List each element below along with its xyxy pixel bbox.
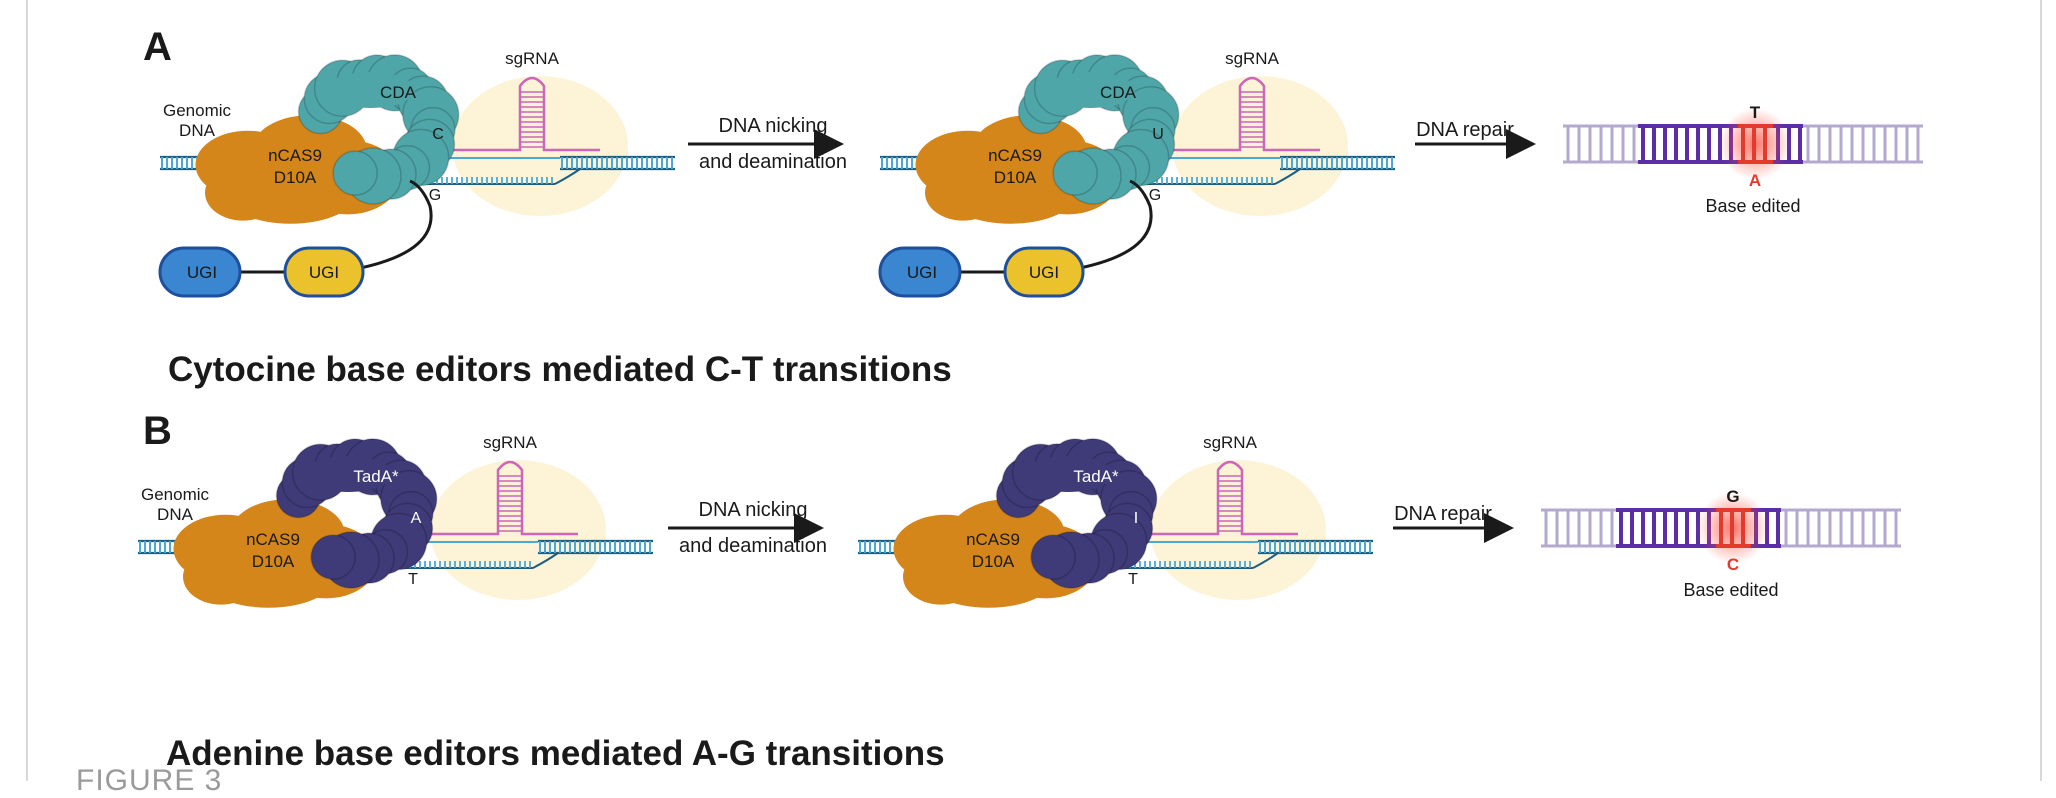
target-base-after: U (1152, 126, 1164, 143)
deaminase-label-before: CDA (380, 83, 417, 102)
cas9-label-line2: D10A (972, 552, 1015, 571)
cas9-protein (173, 499, 378, 608)
sgrna-label: sgRNA (1203, 433, 1258, 452)
step-nicking-line2: and deamination (699, 151, 847, 173)
sgrna-hairpin (450, 76, 600, 152)
sgrna-label: sgRNA (505, 49, 560, 68)
dna-right (1258, 539, 1373, 555)
ugi-label-2: UGI (1029, 263, 1059, 282)
sgrna-hairpin (1170, 76, 1320, 152)
sgrna-label: sgRNA (1225, 49, 1280, 68)
step-nicking-line1: DNA nicking (719, 115, 828, 137)
cas9-label-line1: nCAS9 (268, 146, 322, 165)
cas9-label-line1: nCAS9 (966, 530, 1020, 549)
target-base-before: C (432, 126, 444, 143)
edited-dna: T A Base edited (1563, 103, 1923, 216)
genomic-dna-label-line1: Genomic (141, 485, 210, 504)
step-nicking-line2: and deamination (679, 535, 827, 557)
genomic-dna-label-line2: DNA (179, 121, 216, 140)
cas9-label-line1: nCAS9 (246, 530, 300, 549)
ugi-label-2: UGI (309, 263, 339, 282)
deaminase-protein (1017, 54, 1180, 205)
base-edited-label: Base edited (1705, 196, 1800, 216)
ugi-domain-1 (158, 246, 242, 298)
deaminase-label-before: TadA* (353, 467, 399, 486)
cas9-label-line2: D10A (252, 552, 295, 571)
ugi-domain-2 (283, 246, 365, 298)
sgrna-background (1150, 460, 1326, 600)
edited-base-bottom: C (1727, 555, 1739, 574)
dna-right (560, 155, 675, 171)
opposite-base-before: G (429, 187, 441, 204)
ugi-label-1: UGI (907, 263, 937, 282)
genomic-dna-label-line2: DNA (157, 505, 194, 524)
deaminase-label-after: TadA* (1073, 467, 1119, 486)
opposite-base-before: T (408, 571, 418, 588)
target-base-before: A (411, 510, 422, 527)
edited-base-top: T (1750, 103, 1761, 122)
sgrna-background (430, 460, 606, 600)
target-base-after: I (1134, 510, 1138, 527)
panel-title: Adenine base editors mediated A-G transi… (166, 734, 945, 773)
deaminase-protein (995, 438, 1158, 589)
sgrna-hairpin (428, 460, 578, 536)
step-repair-label: DNA repair (1394, 503, 1492, 525)
base-edited-label: Base edited (1683, 580, 1778, 600)
opposite-base-after: G (1149, 187, 1161, 204)
dna-right (1280, 155, 1395, 171)
edited-base-top: G (1726, 487, 1739, 506)
ugi-pair: UGI UGI (158, 179, 433, 298)
dna-right (538, 539, 653, 555)
edited-dna: G C Base edited (1541, 487, 1901, 600)
cas9-label-line2: D10A (274, 168, 317, 187)
sgrna-background (1172, 76, 1348, 216)
ugi-domain-2 (1003, 246, 1085, 298)
panel-letter: B (143, 409, 172, 453)
figure-canvas: AGenomicDNAsgRNAnCAS9D10AsgRNAnCAS9D10AC… (26, 0, 2042, 781)
sgrna-background (452, 76, 628, 216)
panel-title: Cytocine base editors mediated C-T trans… (168, 350, 952, 389)
ugi-pair: UGI UGI (878, 179, 1153, 298)
deaminase-protein (297, 54, 460, 205)
step-repair-label: DNA repair (1416, 119, 1514, 141)
genomic-dna-label-line1: Genomic (163, 101, 232, 120)
sgrna-label: sgRNA (483, 433, 538, 452)
panel-letter: A (143, 25, 172, 69)
sgrna-hairpin (1148, 460, 1298, 536)
deaminase-label-after: CDA (1100, 83, 1137, 102)
edited-base-bottom: A (1749, 171, 1761, 190)
figure-caption: FIGURE 3 (76, 764, 223, 797)
opposite-base-after: T (1128, 571, 1138, 588)
cas9-label-line1: nCAS9 (988, 146, 1042, 165)
step-nicking-line1: DNA nicking (699, 499, 808, 521)
cas9-label-line2: D10A (994, 168, 1037, 187)
deaminase-protein (275, 438, 438, 589)
ugi-label-1: UGI (187, 263, 217, 282)
ugi-domain-1 (878, 246, 962, 298)
